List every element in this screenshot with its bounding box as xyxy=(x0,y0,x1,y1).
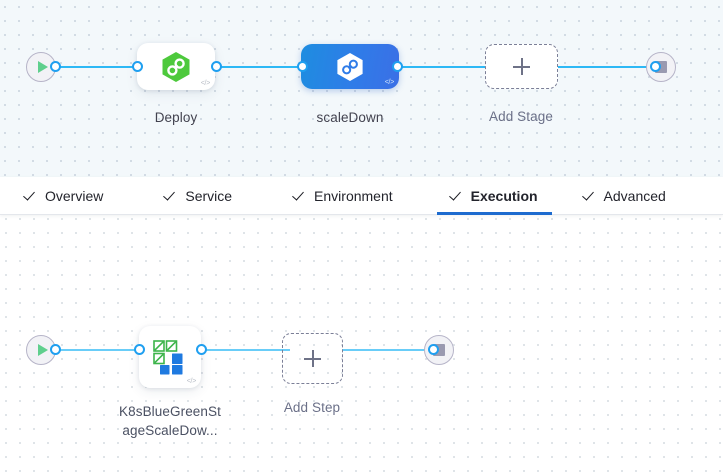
tab-execution[interactable]: Execution xyxy=(436,177,552,215)
connector-addstep-to-end xyxy=(342,349,434,351)
scaledown-code-badge: </> xyxy=(384,79,395,86)
step-node-label: K8sBlueGreenSt ageScaleDow... xyxy=(95,402,245,440)
stage-node-scaledown[interactable]: </> xyxy=(301,44,399,89)
play-icon xyxy=(37,61,48,73)
tab-execution-label: Execution xyxy=(470,187,538,204)
step-node-k8sbluegreenstagescaledown[interactable]: </> xyxy=(139,326,201,388)
step-node-label-line1: K8sBlueGreenSt xyxy=(119,404,221,419)
connector-start-to-step xyxy=(54,349,144,351)
connector-step-to-addstep xyxy=(200,349,290,351)
check-icon xyxy=(294,189,307,202)
harness-deploy-hexagon-icon xyxy=(162,51,190,82)
connector-addstage-to-end xyxy=(558,66,656,68)
harness-deploy-hexagon-icon xyxy=(337,52,363,81)
connector-start-to-deploy xyxy=(54,66,144,68)
stage-config-tabbar: Overview Service Environment Execution A… xyxy=(0,177,723,215)
stage-node-deploy[interactable]: </> xyxy=(137,43,215,90)
check-icon xyxy=(584,189,597,202)
tab-overview[interactable]: Overview xyxy=(25,177,103,215)
step-node-label-line2: ageScaleDow... xyxy=(122,423,218,438)
tab-advanced[interactable]: Advanced xyxy=(584,177,666,215)
step-start-port[interactable] xyxy=(50,344,61,355)
step-out-port[interactable] xyxy=(196,344,207,355)
connector-scaledown-to-addstage xyxy=(396,66,490,68)
tab-environment-label: Environment xyxy=(314,187,393,204)
kubernetes-squares-icon xyxy=(153,340,183,375)
tab-overview-label: Overview xyxy=(45,187,104,204)
tab-service[interactable]: Service xyxy=(165,177,232,215)
stage-node-deploy-label: Deploy xyxy=(154,110,198,125)
stage-end-port[interactable] xyxy=(650,61,661,72)
plus-icon xyxy=(513,58,530,75)
tab-environment[interactable]: Environment xyxy=(294,177,393,215)
pipeline-stage-canvas[interactable]: </> Deploy </> scaleDown Add Stage xyxy=(0,0,723,177)
stage-start-port[interactable] xyxy=(50,61,61,72)
add-stage-button[interactable] xyxy=(485,44,558,89)
step-in-port[interactable] xyxy=(134,344,145,355)
check-icon xyxy=(25,189,38,202)
execution-step-canvas[interactable]: </> K8sBlueGreenSt ageScaleDow... Add St… xyxy=(0,215,723,474)
check-icon xyxy=(451,189,464,202)
stage-node-scaledown-label: scaleDown xyxy=(316,110,384,125)
step-code-badge: </> xyxy=(186,378,197,385)
tab-service-label: Service xyxy=(185,187,233,204)
deploy-out-port[interactable] xyxy=(211,61,222,72)
deploy-in-port[interactable] xyxy=(132,61,143,72)
scaledown-out-port[interactable] xyxy=(392,61,403,72)
check-icon xyxy=(165,189,178,202)
step-end-port[interactable] xyxy=(428,344,439,355)
plus-icon xyxy=(304,350,321,367)
connector-deploy-to-scaledown xyxy=(212,66,308,68)
play-icon xyxy=(37,344,48,356)
scaledown-in-port[interactable] xyxy=(297,61,308,72)
add-step-button[interactable] xyxy=(282,333,343,384)
deploy-code-badge: </> xyxy=(200,80,211,87)
add-stage-label: Add Stage xyxy=(489,109,553,124)
tab-advanced-label: Advanced xyxy=(603,187,666,204)
add-step-label: Add Step xyxy=(283,400,341,415)
